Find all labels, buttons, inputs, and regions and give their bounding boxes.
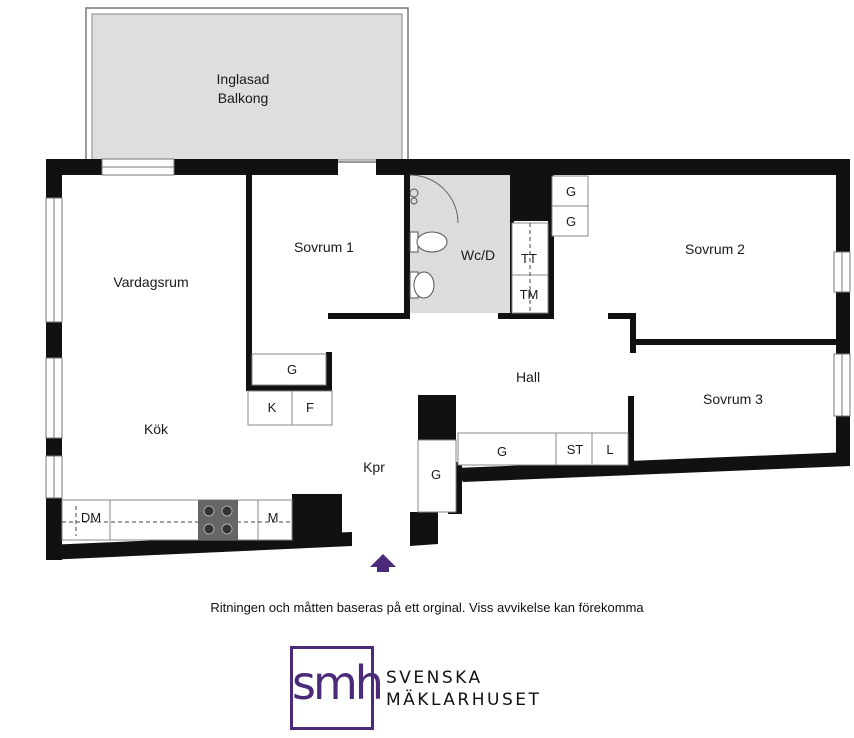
- logo-mark: smh: [292, 656, 384, 710]
- fixture-boxes: [61, 175, 629, 541]
- logo-text-line2: MÄKLARHUSET: [386, 690, 542, 710]
- toilet-icon: [409, 231, 448, 253]
- fixture-label-tt: TT: [521, 251, 537, 266]
- windows: [45, 158, 851, 499]
- logo-frame: [290, 646, 374, 730]
- dashed-lines: [62, 223, 531, 536]
- fixture-label-k: K: [268, 400, 277, 415]
- room-label-sovrum-3: Sovrum 3: [703, 391, 763, 407]
- fixture-label-l: L: [606, 442, 613, 457]
- fixture-label-st: ST: [567, 442, 584, 457]
- fixture-label-g: G: [497, 444, 507, 459]
- room-label-balcony-2: Balkong: [218, 90, 269, 106]
- fixture-label-f: F: [306, 400, 314, 415]
- room-label-kpr: Kpr: [363, 459, 385, 475]
- fixture-label-g: G: [566, 214, 576, 229]
- room-label-kok: Kök: [144, 421, 169, 437]
- fixture-label-g: G: [566, 184, 576, 199]
- fixture-label-g: G: [431, 467, 441, 482]
- room-label-balcony-1: Inglasad: [217, 71, 270, 87]
- room-label-sovrum-2: Sovrum 2: [685, 241, 745, 257]
- fixture-label-g: G: [287, 362, 297, 377]
- entrance-arrow-icon: [370, 554, 396, 572]
- company-logo: smh SVENSKA MÄKLARHUSET: [290, 646, 590, 736]
- door-arc: [409, 174, 459, 224]
- disclaimer-text: Ritningen och måtten baseras på ett orgi…: [210, 600, 644, 615]
- room-label-vardagsrum: Vardagsrum: [113, 274, 188, 290]
- room-label-sovrum-1: Sovrum 1: [294, 239, 354, 255]
- balcony: [85, 7, 409, 163]
- logo-text-line1: SVENSKA: [386, 668, 483, 688]
- stove-icon: [198, 500, 238, 540]
- fixture-label-m: M: [268, 510, 279, 525]
- sink-icon: [409, 271, 435, 299]
- fixture-label-tm: TM: [520, 287, 539, 302]
- room-label-wcd: Wc/D: [461, 247, 495, 263]
- room-label-hall: Hall: [516, 369, 540, 385]
- fixture-label-dm: DM: [81, 510, 101, 525]
- floor-plan: Inglasad Balkong Vardagsrum Kök Sovrum 1…: [45, 7, 851, 572]
- shower-icon: [409, 188, 419, 205]
